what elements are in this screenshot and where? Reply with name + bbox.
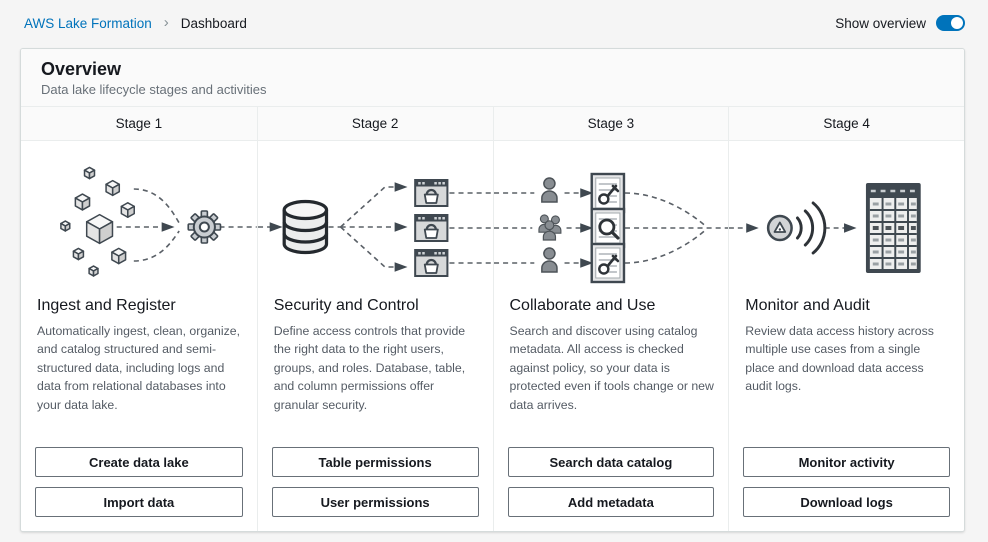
stage-1-column: Ingest and Register Automatically ingest…	[21, 141, 257, 531]
database-icon	[282, 199, 328, 255]
stage-2-header: Stage 2	[256, 107, 493, 140]
stage-1-description: Automatically ingest, clean, organize, a…	[37, 324, 241, 412]
stage-header-row: Stage 1 Stage 2 Stage 3 Stage 4	[21, 107, 964, 141]
stage-4-description: Review data access history across multip…	[745, 324, 934, 394]
show-overview-toggle[interactable]	[936, 15, 965, 31]
stage-1-header: Stage 1	[115, 116, 163, 131]
stage-body-row: Ingest and Register Automatically ingest…	[21, 141, 964, 531]
stage-3-header: Stage 3	[492, 107, 729, 140]
show-overview-label: Show overview	[835, 15, 926, 31]
breadcrumb-link-aws-lake-formation[interactable]: AWS Lake Formation	[24, 15, 152, 31]
signal-waves-icon	[796, 201, 827, 255]
stage-2-description: Define access controls that provide the …	[273, 324, 466, 412]
stage-4-title: Monitor and Audit	[745, 297, 870, 314]
panel-header: Overview Data lake lifecycle stages and …	[21, 49, 964, 107]
search-data-catalog-button[interactable]: Search data catalog	[507, 447, 715, 477]
stage-3-illustration	[493, 141, 729, 291]
stage-4-illustration	[729, 141, 964, 291]
panel-title: Overview	[41, 59, 122, 79]
stage-1-illustration	[21, 141, 257, 291]
stage-4-header: Stage 4	[728, 107, 964, 140]
download-logs-button[interactable]: Download logs	[743, 487, 950, 517]
locked-table-icon	[413, 178, 449, 208]
user-icon	[540, 177, 558, 203]
panel-subtitle: Data lake lifecycle stages and activitie…	[41, 82, 267, 97]
monitor-activity-button[interactable]: Monitor activity	[743, 447, 950, 477]
alert-signal-icon	[767, 214, 794, 242]
user-group-icon	[537, 214, 561, 241]
audit-log-table-icon	[866, 183, 921, 273]
locked-table-icon	[413, 213, 449, 243]
locked-table-icon	[413, 248, 449, 278]
breadcrumb: AWS Lake Formation › Dashboard	[24, 13, 247, 31]
user-permissions-button[interactable]: User permissions	[271, 487, 479, 517]
toggle-knob	[951, 17, 963, 29]
users-to-catalog-icon	[493, 172, 729, 284]
stage-2-title: Security and Control	[273, 297, 419, 314]
breadcrumb-chevron-icon: ›	[163, 13, 169, 31]
table-permissions-button[interactable]: Table permissions	[271, 447, 479, 477]
user-icon	[540, 247, 558, 273]
stage-1-title: Ingest and Register	[37, 297, 176, 314]
stage-3-description: Search and discover using catalog metada…	[509, 324, 714, 412]
show-overview-control: Show overview	[835, 15, 965, 31]
cubes-to-gear-icon	[60, 166, 257, 277]
breadcrumb-current-dashboard: Dashboard	[180, 15, 247, 31]
stage-3-title: Collaborate and Use	[509, 297, 656, 314]
stage-3-actions: Search data catalog Add metadata	[494, 447, 729, 531]
stage-3-column: Collaborate and Use Search and discover …	[492, 141, 729, 531]
create-data-lake-button[interactable]: Create data lake	[35, 447, 243, 477]
database-to-locks-icon	[257, 178, 493, 278]
alert-to-audit-table-icon	[729, 183, 921, 273]
stage-1-actions: Create data lake Import data	[21, 447, 257, 531]
overview-panel: Overview Data lake lifecycle stages and …	[20, 48, 965, 532]
import-data-button[interactable]: Import data	[35, 487, 243, 517]
catalog-key-document-icon	[590, 242, 625, 284]
stage-2-column: Security and Control Define access contr…	[256, 141, 493, 531]
stage-4-column: Monitor and Audit Review data access his…	[728, 141, 964, 531]
catalog-search-document-icon	[590, 207, 625, 249]
gear-icon	[187, 210, 222, 244]
catalog-key-document-icon	[590, 172, 625, 214]
stage-2-illustration	[257, 141, 493, 291]
add-metadata-button[interactable]: Add metadata	[507, 487, 715, 517]
stage-4-actions: Monitor activity Download logs	[729, 447, 964, 531]
stage-2-actions: Table permissions User permissions	[258, 447, 493, 531]
top-bar: AWS Lake Formation › Dashboard Show over…	[0, 0, 988, 46]
